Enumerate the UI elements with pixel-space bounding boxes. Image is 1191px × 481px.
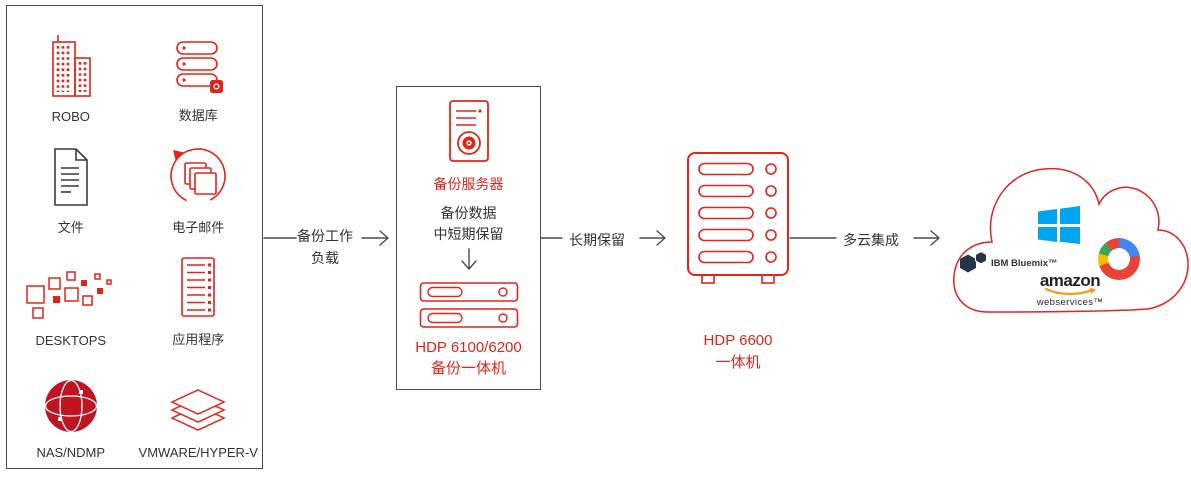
globe-icon	[44, 379, 97, 433]
down-arrow-icon	[460, 248, 477, 270]
backup-appliance-box: 备份服务器 备份数据 中短期保留 HDP 6100/6200 备份一体机	[396, 86, 541, 390]
workload-label: 应用程序	[172, 332, 225, 347]
workload-nas: NAS/NDMP	[7, 350, 135, 462]
workload-label: 电子邮件	[172, 220, 225, 235]
hdp-6600-label: HDP 6600 一体机	[672, 330, 804, 374]
building-icon	[51, 35, 91, 97]
workload-vmware: VMWARE/HYPER-V	[135, 350, 263, 462]
long-term-arrow-label: 长期保留	[569, 232, 625, 248]
workload-database: 数据库	[135, 14, 263, 126]
workload-label: 文件	[57, 220, 84, 235]
workloads-row-1: ROBO 数据库	[7, 14, 262, 126]
app-server-icon	[181, 257, 216, 317]
workload-arrow-label: 备份工作 负载	[292, 225, 358, 269]
retention-text-line2: 中短期保留	[433, 226, 504, 242]
workload-label: ROBO	[51, 109, 90, 124]
hdp-6600-label-line2: 一体机	[715, 354, 761, 371]
workloads-box: ROBO 数据库	[6, 5, 263, 469]
google-cloud-logo-center	[1108, 248, 1130, 270]
workload-email: 电子邮件	[135, 126, 263, 238]
backup-server-icon	[448, 100, 489, 162]
hdp-6100-label-line2: 备份一体机	[430, 360, 506, 377]
hdp-6600-label-line1: HDP 6600	[703, 332, 773, 349]
amazon-web-services-logo: amazon webservices™	[1024, 272, 1116, 308]
workload-arrow-label-line2: 负载	[311, 250, 339, 266]
retention-text-line1: 备份数据	[440, 205, 497, 221]
ibm-bluemix-label: IBM Bluemix™	[991, 257, 1058, 269]
layers-icon	[170, 389, 227, 431]
email-sync-icon	[170, 148, 227, 204]
workload-label: DESKTOPS	[35, 333, 107, 348]
workload-label: NAS/NDMP	[36, 445, 106, 460]
desktops-icon	[26, 271, 112, 319]
workloads-row-4: NAS/NDMP VMWARE/HYPER-V	[7, 350, 262, 462]
workload-applications: 应用程序	[135, 238, 263, 350]
workload-label: VMWARE/HYPER-V	[138, 445, 258, 460]
google-cloud-logo	[1098, 238, 1140, 280]
multicloud-arrow-label: 多云集成	[843, 232, 899, 248]
workload-files: 文件	[7, 126, 135, 238]
workloads-row-3: DESKTOPS 应用程序	[7, 238, 262, 350]
workload-label: 数据库	[178, 108, 218, 123]
hdp-6100-label: HDP 6100/6200 备份一体机	[415, 337, 521, 379]
workloads-row-2: 文件 电子邮件	[7, 126, 262, 238]
amazon-wordmark: amazon	[1039, 271, 1101, 290]
document-icon	[53, 148, 88, 206]
ibm-bluemix-logo: IBM Bluemix™	[958, 250, 1058, 276]
workload-desktops: DESKTOPS	[7, 238, 135, 350]
backup-server-label: 备份服务器	[433, 176, 504, 192]
amazon-smile-icon	[1044, 287, 1096, 296]
hdp-6100-label-line1: HDP 6100/6200	[415, 339, 522, 356]
workload-robo: ROBO	[7, 14, 135, 126]
ibm-hexagons-icon	[960, 250, 987, 273]
hdp-6600-rack-icon	[687, 152, 789, 284]
amazon-webservices-label: webservices™	[1036, 297, 1104, 308]
workload-arrow-label-line1: 备份工作	[297, 228, 353, 244]
hdp-6100-appliance-icon	[419, 282, 518, 328]
retention-text: 备份数据 中短期保留	[434, 203, 504, 245]
database-icon	[176, 41, 224, 93]
microsoft-logo	[1038, 206, 1080, 244]
